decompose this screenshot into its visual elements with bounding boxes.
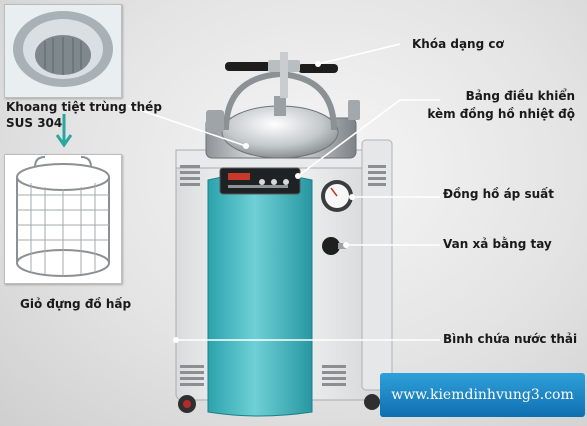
label-basket: Giỏ đựng đồ hấp [20, 297, 132, 311]
label-chamber-line2: SUS 304 [6, 116, 63, 130]
label-panel-line2: kèm đồng hồ nhiệt độ [427, 107, 575, 121]
label-panel-line1: Bảng điều khiển [465, 89, 575, 103]
lock-handle [225, 52, 338, 98]
label-manual-valve: Van xả bằng tay [443, 237, 552, 251]
arrow-down-icon [56, 114, 72, 148]
label-pressure-gauge: Đồng hồ áp suất [443, 187, 554, 201]
control-panel [219, 167, 301, 195]
pressure-gauge [321, 180, 353, 212]
label-waste-tank: Bình chứa nước thải [443, 332, 578, 346]
basket-photo [4, 154, 122, 284]
label-lock: Khóa dạng cơ [412, 37, 504, 51]
chamber-lid [205, 70, 360, 159]
waste-tank-cover [207, 173, 313, 417]
manual-valve-knob [322, 237, 346, 255]
website-banner[interactable]: www.kiemdinhvung3.com [380, 373, 585, 417]
label-chamber-line1: Khoang tiệt trùng thép [6, 100, 162, 114]
leader-lines [127, 43, 440, 341]
chamber-photo [4, 4, 122, 98]
